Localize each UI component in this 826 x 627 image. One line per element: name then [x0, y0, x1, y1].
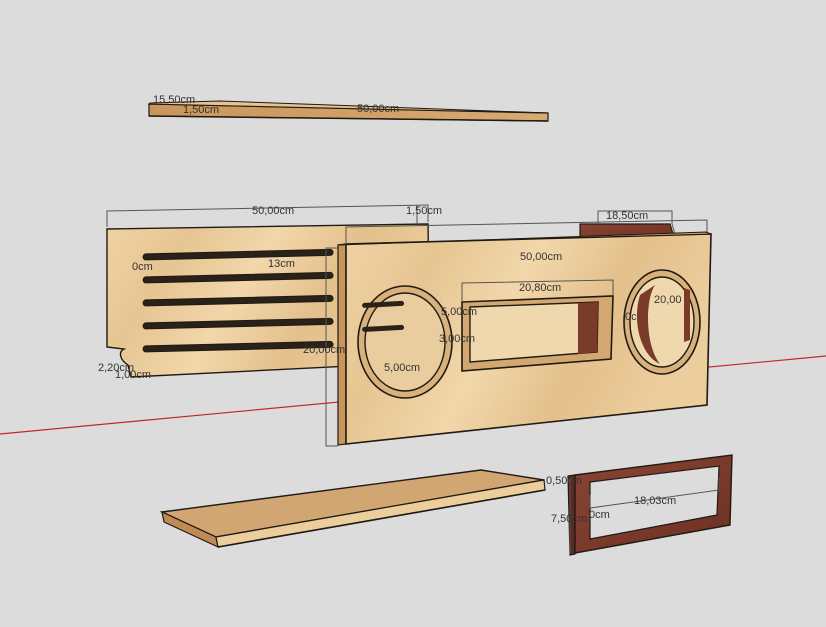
front-panel[interactable]: [337, 231, 712, 446]
back-length-label: 50,00cm: [252, 205, 294, 217]
front-bottom-offset-label: 5,00cm: [384, 362, 420, 374]
right-speaker-hole: [623, 269, 701, 375]
back-dimension-lines: [106, 204, 429, 227]
front-length-label: 50,00cm: [520, 251, 562, 263]
top-thickness-label: 1,50cm: [183, 104, 219, 116]
top-length-label: 50,00cm: [357, 103, 399, 115]
back-notch-label-b: 1,00cm: [115, 369, 151, 381]
front-opening-label: 20,80cm: [519, 282, 561, 294]
left-speaker-hole: [357, 285, 453, 399]
front-speaker-label-b: 0c: [625, 311, 637, 323]
back-slot-label-b: 13cm: [268, 258, 295, 270]
frame-height-label-b: 0cm: [589, 509, 610, 521]
back-notch-label-a: 2,20cm: [98, 362, 134, 374]
front-opening-h2-label: 3,00cm: [439, 333, 475, 345]
back-slot-label-a: 0cm: [132, 261, 153, 273]
front-height-label: 20,00cm: [303, 344, 345, 356]
frame-dimension-lines: [569, 477, 720, 554]
small-frame[interactable]: [567, 454, 733, 556]
bottom-panel[interactable]: [159, 469, 546, 549]
back-thickness-label: 1,50cm: [406, 205, 442, 217]
box-depth-label: 18,50cm: [606, 210, 648, 222]
frame-width-label: 18,03cm: [634, 495, 676, 507]
front-opening-h1-label: 5,00cm: [441, 306, 477, 318]
top-width-label: 15,50cm: [153, 94, 195, 106]
center-opening: [461, 295, 614, 372]
frame-thickness-label: 0,50cm: [546, 475, 582, 487]
front-speaker-label-a: 20,00: [654, 294, 682, 306]
frame-height-label: 7,50cm: [551, 513, 587, 525]
front-dimension-lines: [325, 219, 708, 447]
top-panel[interactable]: [147, 100, 549, 122]
